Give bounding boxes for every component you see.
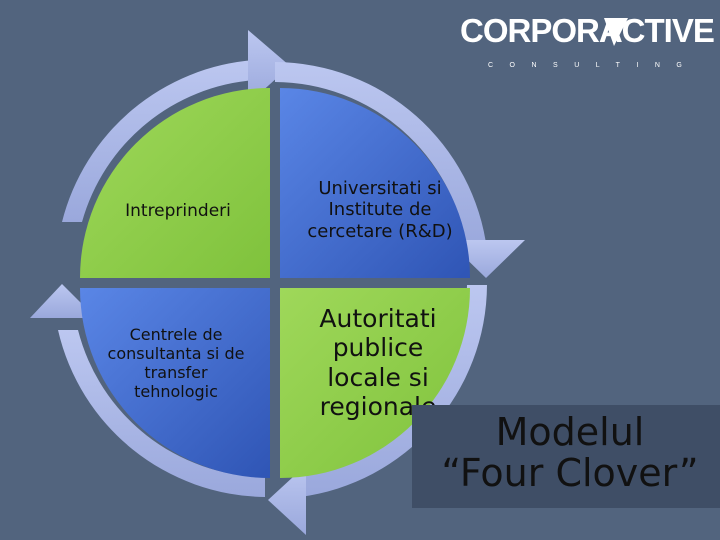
ring-arrowhead-top (248, 30, 290, 104)
quadrants (80, 88, 470, 478)
title-line-2: “Four Clover” (441, 451, 699, 496)
ring-arrowhead-bottom (268, 465, 306, 535)
label-centrele: Centrele de consultanta si de transfer t… (107, 324, 245, 402)
label-universitati: Universitati si Institute de cercetare (… (307, 177, 453, 242)
slide-title: Modelul “Four Clover” (440, 410, 700, 496)
title-box (412, 405, 720, 508)
ring-arrowhead-left (30, 284, 96, 318)
title-line-1: Modelul (495, 410, 645, 454)
company-logo: CORPORACTIVE CONSULTING (460, 12, 715, 72)
ring-arc-right (275, 62, 487, 250)
quadrant-top-right (280, 88, 470, 278)
label-intreprinderi: Intreprinderi (125, 200, 231, 221)
quadrant-bottom-left (80, 288, 270, 478)
ring-arc-left (58, 330, 265, 497)
logo-subtitle: CONSULTING (488, 62, 699, 69)
quadrant-bottom-right (280, 288, 470, 478)
logo-mark (604, 18, 628, 46)
ring-arc-top (62, 60, 255, 222)
quadrant-top-left (80, 88, 270, 278)
logo-wordmark: CORPORACTIVE (460, 12, 715, 49)
label-autoritati: Autoritati publice locale si regionale (319, 303, 437, 422)
